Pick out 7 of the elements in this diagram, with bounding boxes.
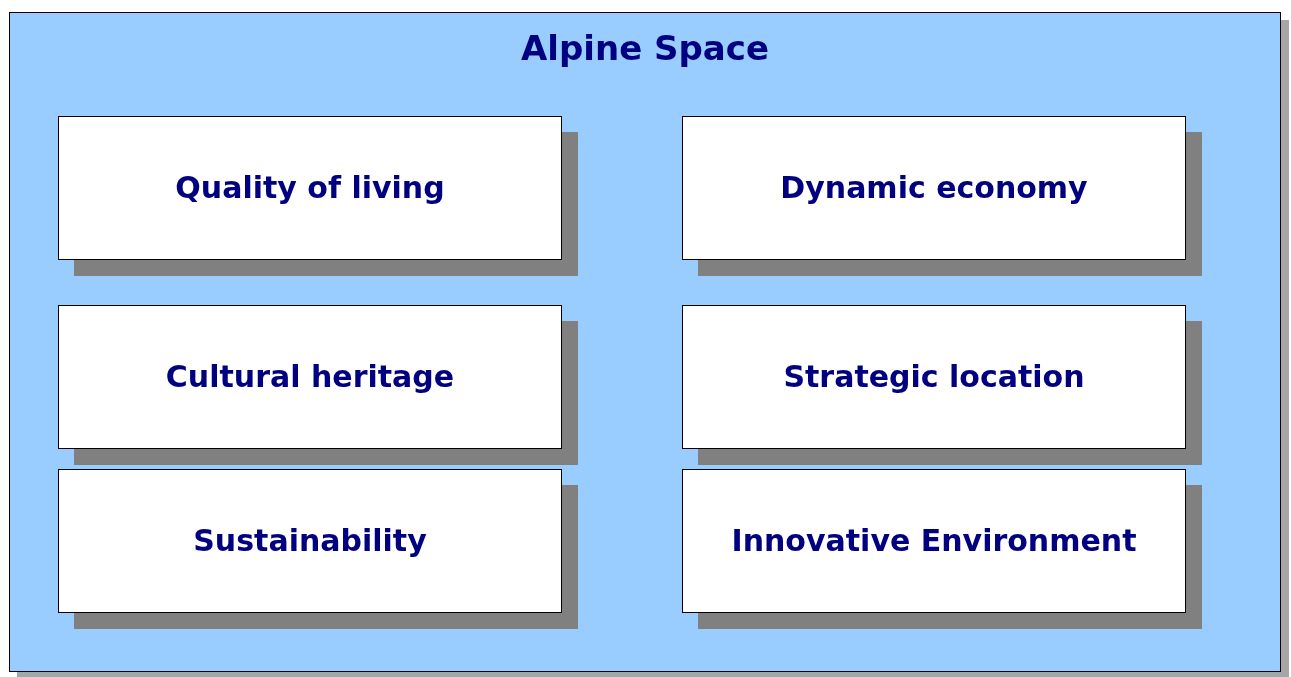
theme-label: Innovative Environment: [730, 522, 1138, 560]
theme-label: Sustainability: [192, 522, 428, 560]
theme-label: Strategic location: [782, 358, 1086, 396]
theme-label: Quality of living: [174, 169, 446, 207]
theme-label: Cultural heritage: [164, 358, 456, 396]
theme-label: Dynamic economy: [779, 169, 1089, 207]
panel-title: Alpine Space: [519, 27, 770, 70]
